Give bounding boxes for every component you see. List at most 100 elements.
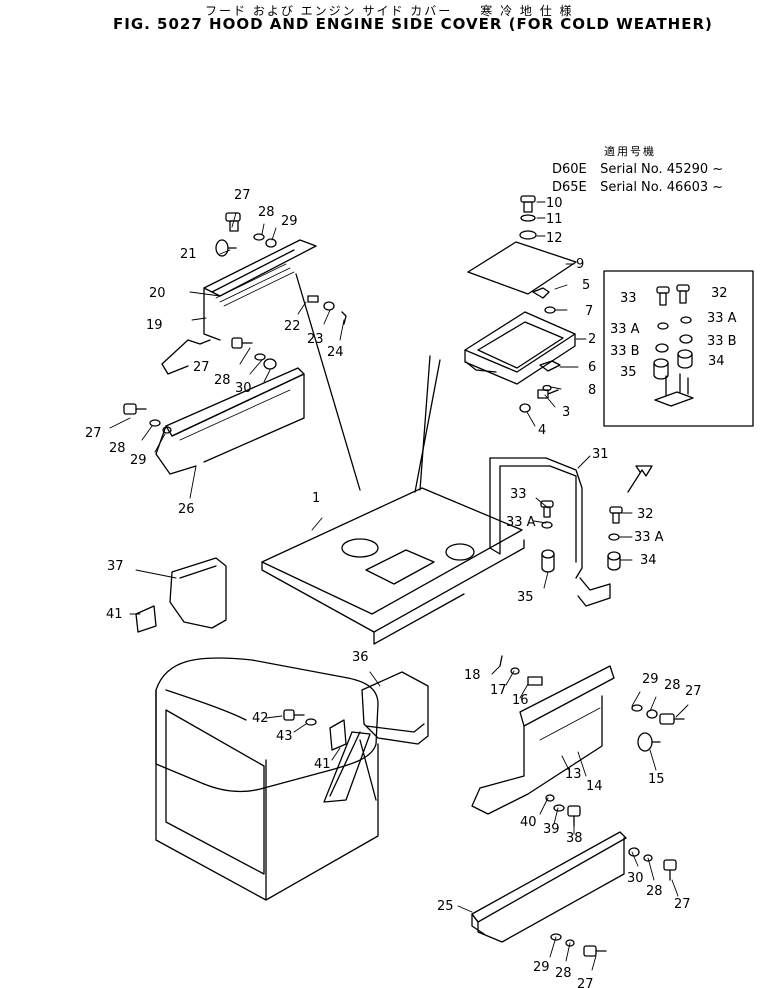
pin-18-icon <box>499 655 503 667</box>
washer-33a-icon <box>541 521 553 529</box>
inset-callout-33b: 33 B <box>610 344 640 359</box>
callout-20: 20 <box>149 286 166 301</box>
inset-bushing-34-icon <box>677 349 693 369</box>
side-panel-13-14 <box>471 665 615 815</box>
assembly-leader-lines <box>295 273 431 491</box>
callout-35: 35 <box>517 590 534 605</box>
callout-14: 14 <box>586 779 603 794</box>
callout-29: 29 <box>130 453 147 468</box>
bolt-27f-icon <box>583 945 607 957</box>
inset-washer-icon <box>679 334 693 344</box>
direction-arrow-icon <box>627 465 653 493</box>
hood-top-cover-1 <box>261 487 525 645</box>
bolt-3-icon <box>537 389 559 399</box>
bushing-34-icon <box>607 551 621 571</box>
bolt-27e-icon <box>663 859 677 881</box>
washer-28b-icon <box>254 353 266 361</box>
callout-40: 40 <box>520 815 537 830</box>
washer-29-icon <box>265 238 277 248</box>
inset-callout-34: 34 <box>708 354 725 369</box>
callout-41: 41 <box>314 757 331 772</box>
callout-labels: 10 11 12 9 5 7 2 6 8 3 4 27 28 29 21 20 … <box>85 188 737 988</box>
washer-12-icon <box>519 230 537 240</box>
washer-7-icon <box>544 306 556 314</box>
bolt-27d-icon <box>659 713 685 725</box>
inset-mount-bracket <box>654 373 694 407</box>
callout-31: 31 <box>592 447 609 462</box>
callout-33a: 33 A <box>634 530 664 545</box>
callout-39: 39 <box>543 822 560 837</box>
callout-32: 32 <box>637 507 654 522</box>
serial-row: D60E Serial No. 45290 ~ <box>552 161 723 179</box>
inset-detail-box <box>603 270 754 427</box>
callout-5: 5 <box>582 278 590 293</box>
callout-28: 28 <box>258 205 275 220</box>
figure-title: FIG. 5027 HOOD AND ENGINE SIDE COVER (FO… <box>113 15 713 33</box>
bolt-42-icon <box>283 709 305 721</box>
callout-4: 4 <box>538 423 546 438</box>
callout-34: 34 <box>640 553 657 568</box>
leader-lines-left-upper <box>189 212 345 383</box>
washer-11-icon <box>520 214 536 222</box>
callout-28: 28 <box>214 373 231 388</box>
callout-17: 17 <box>490 683 507 698</box>
inset-bolt-33-icon <box>656 286 670 306</box>
japanese-title: フード および エンジン サイド カバー 寒 冷 地 仕 様 <box>205 4 574 18</box>
callout-29: 29 <box>642 672 659 687</box>
clip-6 <box>539 360 561 372</box>
washer-29c-icon <box>162 426 172 434</box>
callout-30: 30 <box>627 871 644 886</box>
callout-21: 21 <box>180 247 197 262</box>
serial-row: D65E Serial No. 46603 ~ <box>552 179 723 197</box>
leader-lines-lower-left <box>129 569 381 761</box>
bolt-32-icon <box>609 506 623 524</box>
side-panel-25 <box>471 831 627 943</box>
callout-24: 24 <box>327 345 344 360</box>
side-panel-19-20 <box>161 239 317 375</box>
callout-11: 11 <box>546 212 563 227</box>
inset-callout-33: 33 <box>620 291 637 306</box>
serial-number: Serial No. 46603 ~ <box>600 180 724 195</box>
callout-9: 9 <box>576 257 584 272</box>
leader-lines-center <box>311 455 633 589</box>
callout-16: 16 <box>512 693 529 708</box>
bolt-27b-icon <box>231 337 253 349</box>
leader-lines-right-upper <box>526 201 587 427</box>
bolt-10-icon <box>520 195 536 213</box>
washer-40-icon <box>545 794 555 802</box>
callout-43: 43 <box>276 729 293 744</box>
inset-callout-35: 35 <box>620 365 637 380</box>
spacer-16-icon <box>527 676 543 686</box>
callout-3: 3 <box>562 405 570 420</box>
callout-38: 38 <box>566 831 583 846</box>
washer-28e-icon <box>643 854 653 862</box>
inset-bushing-35-icon <box>653 358 669 380</box>
inset-callout-33b: 33 B <box>707 334 737 349</box>
callout-8: 8 <box>588 383 596 398</box>
washer-28-icon <box>253 233 265 241</box>
callout-2: 2 <box>588 332 596 347</box>
washer-28d-icon <box>646 709 658 719</box>
bracket-31 <box>489 457 611 607</box>
knob-15-icon <box>637 732 661 752</box>
inset-washer-icon <box>655 343 669 353</box>
washer-23-icon <box>323 301 335 311</box>
model-name: D60E <box>552 162 587 177</box>
bracket-36 <box>361 671 429 745</box>
knob-21-icon <box>215 239 237 257</box>
plate-41b <box>329 719 347 751</box>
callout-33: 33 <box>510 487 527 502</box>
washer-29e-icon <box>550 933 562 941</box>
callout-33a: 33 A <box>506 515 536 530</box>
washer-33a2-icon <box>608 533 620 541</box>
callout-27: 27 <box>85 426 102 441</box>
serial-applicability-table: 適用号機 D60E Serial No. 45290 ~ D65E Serial… <box>552 143 723 197</box>
support-41-legs <box>323 731 377 803</box>
callout-10: 10 <box>546 196 563 211</box>
bracket-5 <box>532 287 550 299</box>
bolt-38-icon <box>567 805 581 827</box>
washer-30b-icon <box>628 847 640 857</box>
callout-18: 18 <box>464 668 481 683</box>
